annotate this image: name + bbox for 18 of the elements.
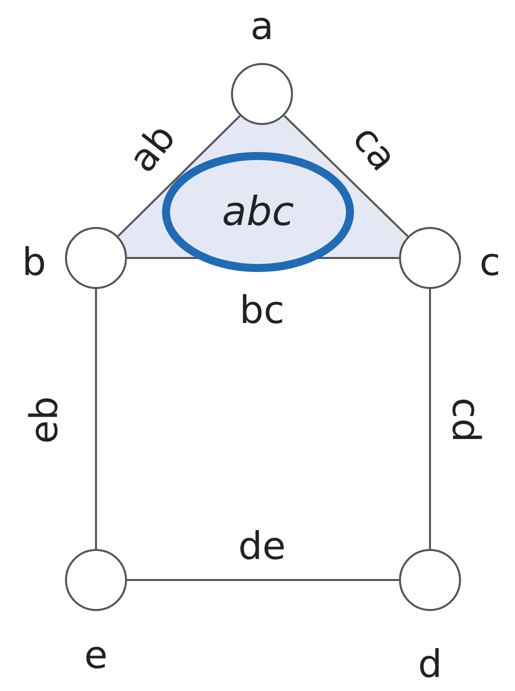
- connector-line: [127, 579, 399, 581]
- connector-line: [95, 289, 97, 549]
- vertex-label: c: [480, 243, 500, 281]
- edge-label: ca: [346, 118, 404, 178]
- connector-line: [429, 289, 431, 549]
- edge-label: cd: [447, 398, 485, 442]
- face-label: abc: [222, 192, 294, 232]
- vertex-label: b: [22, 243, 46, 281]
- edge-label: eb: [25, 396, 63, 444]
- edge-label: de: [238, 527, 286, 565]
- vertex-label: e: [84, 636, 108, 674]
- connector-line: [283, 114, 409, 238]
- vertex-label: a: [250, 7, 274, 45]
- edge-label: ab: [122, 118, 182, 178]
- edge-label: bc: [240, 291, 284, 329]
- connector-line: [117, 115, 241, 237]
- vertex-label: d: [418, 645, 442, 683]
- circle-node: [231, 63, 293, 125]
